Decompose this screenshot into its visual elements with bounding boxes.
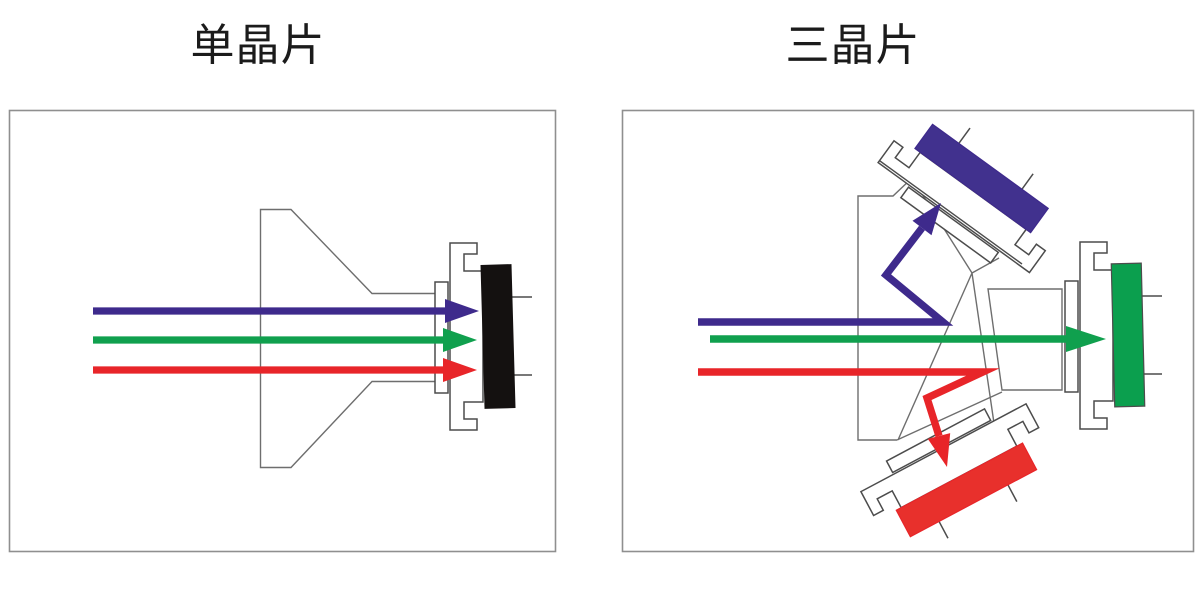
beam-red bbox=[93, 358, 477, 382]
prism-top-face-edge bbox=[879, 160, 1023, 265]
beam-green-straight bbox=[710, 326, 1106, 352]
sensor-blue bbox=[914, 123, 1050, 234]
beam-blue bbox=[93, 299, 479, 323]
beam-green bbox=[93, 328, 477, 352]
beam-blue-path bbox=[698, 225, 954, 326]
right-panel bbox=[621, 95, 1195, 565]
left-panel-title: 单晶片 bbox=[190, 20, 326, 71]
beam-blue-arrowhead-icon bbox=[445, 299, 479, 323]
beam-blue-arrowhead-icon bbox=[912, 203, 941, 236]
sensor-red bbox=[895, 442, 1038, 538]
beam-red-arrowhead-icon bbox=[927, 433, 951, 467]
beam-green-arrowhead-icon bbox=[443, 328, 477, 352]
beam-red-arrowhead-icon bbox=[443, 358, 477, 382]
left-panel bbox=[8, 109, 557, 553]
beam-red-split bbox=[698, 368, 1000, 467]
sensor-black bbox=[480, 264, 516, 409]
right-panel-title: 三晶片 bbox=[785, 20, 921, 71]
beam-blue-split bbox=[698, 203, 954, 326]
sensor-green bbox=[1110, 262, 1146, 408]
beam-green-arrowhead-icon bbox=[1066, 326, 1106, 352]
beam-red-path bbox=[698, 368, 1000, 438]
